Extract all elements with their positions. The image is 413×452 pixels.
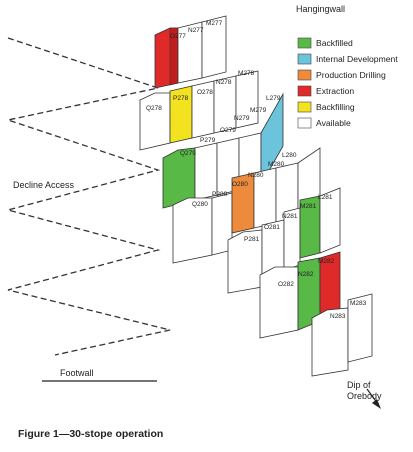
stope-row-282 [259,251,341,339]
legend-label-production: Production Drilling [316,70,386,80]
label-n283: N283 [330,313,346,320]
label-m277: M277 [206,20,223,27]
legend-swatch-backfilled [297,37,312,49]
label-n281: N281 [282,213,298,220]
label-n278: N278 [216,79,232,86]
label-l281: L281 [318,194,333,201]
stope-l279 [260,92,284,187]
stope-q278 [139,92,171,151]
dip-label-line1: Dip of [347,380,371,390]
footwall-label: Footwall [60,368,94,378]
label-o281: O281 [264,224,280,231]
label-p278: P278 [173,95,189,102]
label-m281: M281 [300,203,317,210]
label-q279: Q279 [180,150,196,157]
decline-access-path [5,37,171,356]
label-l280: L280 [282,152,297,159]
label-m283: M283 [350,300,367,307]
stope-m283 [347,293,373,363]
dip-label-line2: Orebody [347,391,382,401]
decline-access-label: Decline Access [13,180,75,190]
legend: Backfilled Internal Development Producti… [297,37,398,129]
legend-label-extraction: Extraction [316,86,354,96]
label-m278: M278 [238,70,255,77]
dip-arrow-icon [366,388,381,409]
stope-row-277 [154,15,227,89]
label-q280: Q280 [192,201,208,208]
stope-m277 [201,15,227,79]
legend-swatch-internal [297,53,312,65]
stope-l281 [319,187,341,254]
label-n279: N279 [234,115,250,122]
label-o279: O279 [220,127,236,134]
legend-label-backfilled: Backfilled [316,38,353,48]
stope-labels: O277 N277 M277 Q278 P278 O278 N278 M278 … [146,20,367,320]
stope-row-280 [172,147,321,264]
label-o278: O278 [197,89,213,96]
legend-swatch-available [297,117,312,129]
label-l279: L279 [266,95,281,102]
stope-m278 [235,70,259,129]
label-p279: P279 [200,137,216,144]
stope-row-281 [227,187,341,294]
stope-row-283 [311,293,373,377]
label-o277: O277 [170,33,186,40]
legend-label-available: Available [316,118,351,128]
legend-swatch-production [297,69,312,81]
legend-swatch-backfilling [297,101,312,113]
label-q278: Q278 [146,105,162,112]
label-o280: O280 [232,181,248,188]
label-m280: M280 [268,161,285,168]
label-m282: M282 [318,258,335,265]
label-o282: O282 [278,281,294,288]
stope-row-278 [139,70,259,151]
legend-label-internal: Internal Development [316,54,398,64]
label-n277: N277 [188,27,204,34]
legend-swatch-extraction [297,85,312,97]
label-p281: P281 [244,236,260,243]
label-n280: N280 [248,172,264,179]
label-m279: M279 [250,107,267,114]
legend-label-backfilling: Backfilling [316,102,355,112]
stope-o282 [259,266,299,339]
hangingwall-label: Hangingwall [296,4,345,14]
figure-caption: Figure 1—30-stope operation [18,428,164,440]
label-n282: N282 [298,271,314,278]
label-p280: P280 [212,191,228,198]
